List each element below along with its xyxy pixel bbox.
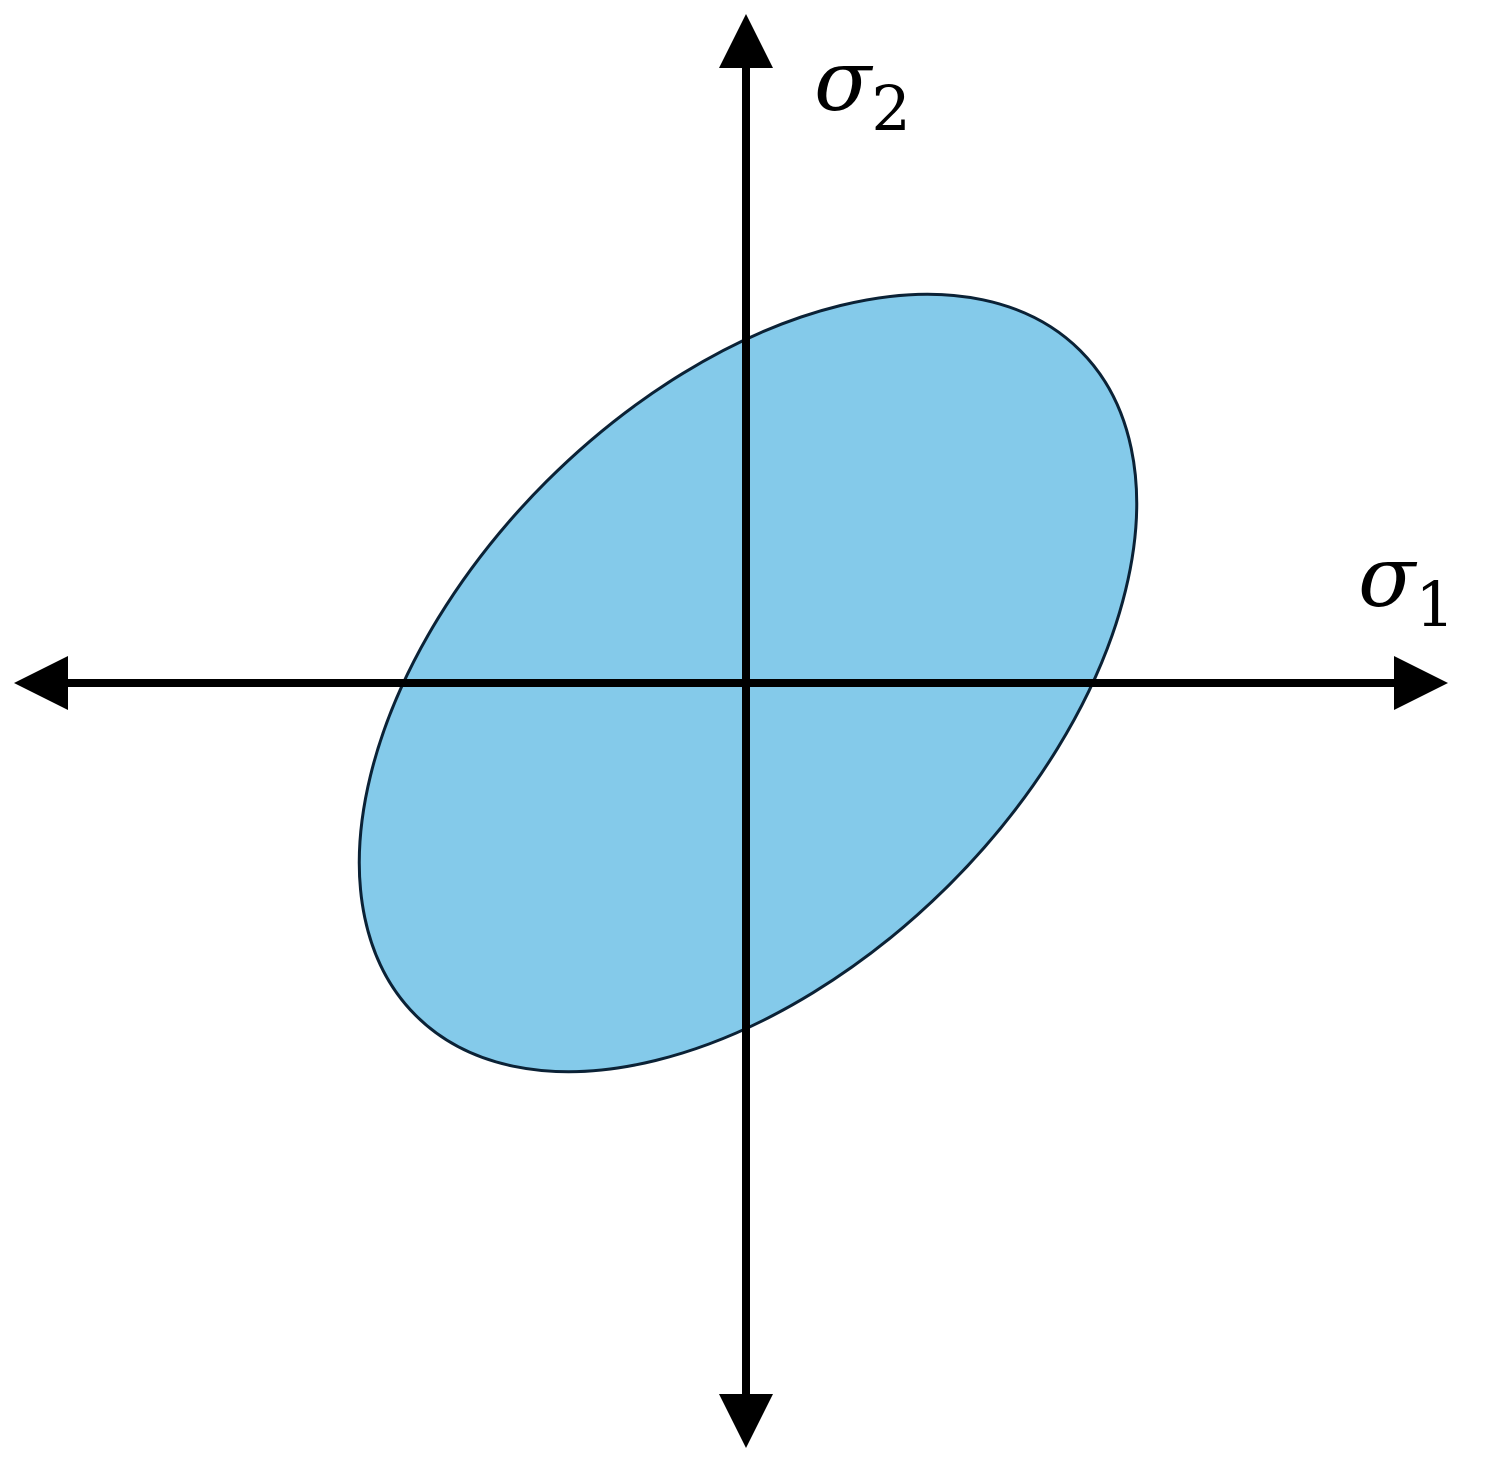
vertical-axis-subscript: 2: [871, 72, 910, 145]
horizontal-axis-label: σ1: [1358, 528, 1455, 641]
vertical-axis-label: σ2: [814, 32, 911, 145]
horizontal-axis: [14, 656, 1448, 710]
vertical-axis-symbol: σ: [814, 32, 874, 130]
vertical-axis: [719, 14, 773, 1448]
horizontal-axis-subscript: 1: [1415, 568, 1454, 641]
left-arrowhead-icon: [14, 656, 68, 710]
right-arrowhead-icon: [1394, 656, 1448, 710]
up-arrowhead-icon: [719, 14, 773, 68]
horizontal-axis-symbol: σ: [1358, 528, 1418, 626]
down-arrowhead-icon: [719, 1394, 773, 1448]
